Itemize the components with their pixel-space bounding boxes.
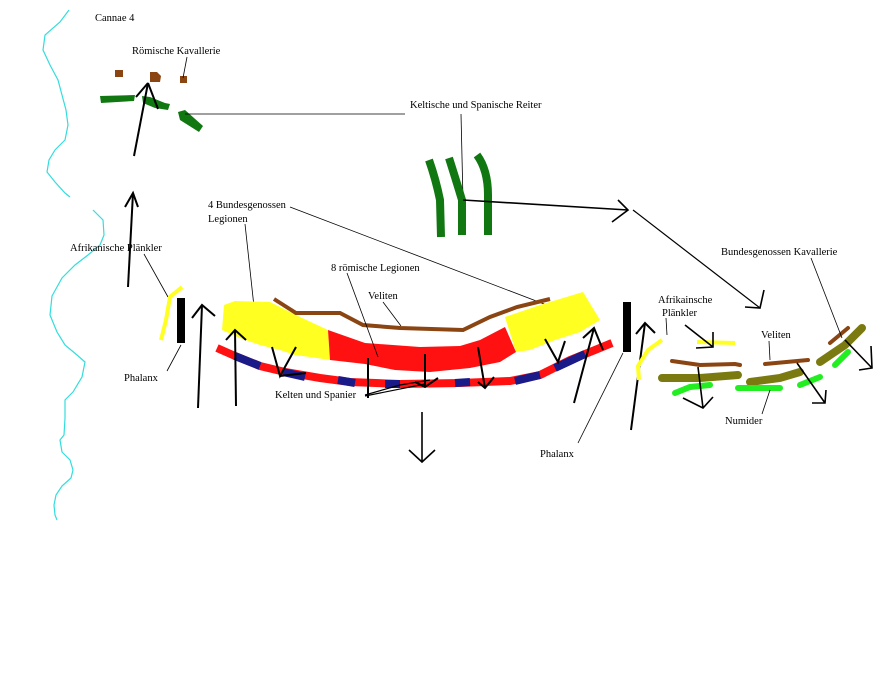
label-velites-center: Veliten	[368, 291, 398, 302]
movement-arrow	[197, 304, 203, 409]
leader-line	[143, 253, 169, 298]
allied-legions-right	[505, 292, 600, 352]
arrowhead	[844, 339, 873, 371]
leader-line	[810, 257, 843, 339]
roman-cavalry-group	[100, 70, 203, 132]
leader-line	[577, 352, 624, 444]
leader-line	[182, 56, 188, 79]
arrowhead	[225, 328, 247, 341]
arrowhead	[684, 324, 714, 349]
label-african-skirmishers-left: Afrikanische Plänkler	[70, 243, 162, 254]
velites-center	[272, 297, 551, 333]
label-african-skirmishers-right-1: Afrikainsche	[658, 295, 713, 306]
velites-right-1	[670, 359, 742, 368]
phalanx-left	[177, 298, 185, 343]
label-velites-right: Veliten	[761, 330, 791, 341]
leader-line	[761, 389, 771, 415]
label-roman-cavalry: Römische Kavallerie	[132, 46, 221, 57]
roman-cavalry-unit	[150, 72, 161, 82]
label-allied-legions-2: Legionen	[208, 214, 248, 225]
arrowhead	[477, 346, 495, 390]
african-skirmishers-left	[159, 285, 184, 341]
arrowhead	[611, 199, 630, 223]
arrowhead	[635, 321, 656, 335]
roman-cavalry-unit	[180, 76, 187, 83]
numidians-1	[672, 382, 713, 396]
label-african-skirmishers-right-2: Plänkler	[662, 308, 697, 319]
roman-legions	[328, 327, 516, 372]
green-cavalry-unit	[178, 110, 203, 132]
label-celtic-spanish-cavalry: Keltische und Spanische Reiter	[410, 100, 542, 111]
leader-line	[460, 113, 464, 201]
celtic-spanish-cavalry-group	[425, 152, 492, 238]
movement-arrow	[632, 209, 761, 309]
leader-line	[364, 383, 426, 397]
movement-line	[133, 82, 149, 157]
cavalry-column	[425, 158, 445, 238]
label-allied-cavalry: Bundesgenossen Kavallerie	[721, 247, 838, 258]
label-numidians: Numider	[725, 416, 763, 427]
cavalry-column	[473, 152, 492, 235]
african-skirmishers-right-2	[696, 340, 736, 345]
velites-right-2	[763, 358, 810, 366]
diagram-title: Cannae 4	[95, 13, 135, 24]
velites-right-3	[828, 326, 850, 345]
cavalry-column	[445, 156, 466, 235]
arrowhead	[408, 449, 436, 464]
leader-line	[665, 317, 668, 336]
phalanx-right	[623, 302, 631, 352]
river-aufidus	[42, 9, 105, 521]
leader-line	[346, 272, 379, 358]
movement-arrow	[462, 199, 629, 211]
leader-line	[166, 344, 182, 372]
arrowhead	[124, 190, 139, 208]
leader-line	[289, 206, 566, 313]
african-skirmishers-right	[635, 338, 664, 381]
allied-cavalry-3	[816, 324, 866, 366]
arrowhead	[414, 354, 439, 389]
label-phalanx-right: Phalanx	[540, 449, 575, 460]
roman-cavalry-unit	[115, 70, 123, 77]
allied-legions-left	[222, 301, 330, 360]
movement-line	[147, 82, 159, 110]
leader-line	[364, 379, 431, 396]
movement-arrow	[127, 192, 134, 288]
arrowhead	[682, 366, 714, 409]
label-roman-legions: 8 römische Legionen	[331, 263, 420, 274]
green-cavalry-unit	[100, 95, 135, 103]
movement-arrow	[234, 329, 237, 407]
leader-line	[768, 340, 771, 361]
celts-spaniards-line	[215, 339, 614, 389]
arrowhead	[796, 362, 827, 404]
arrowhead	[544, 338, 566, 365]
leader-line	[382, 301, 402, 327]
label-phalanx-left: Phalanx	[124, 373, 159, 384]
movement-arrow	[573, 326, 604, 404]
arrowhead	[191, 303, 216, 319]
arrowhead	[744, 289, 765, 309]
numidians-4	[832, 349, 851, 368]
label-allied-legions-1: 4 Bundesgenossen	[208, 200, 287, 211]
label-celts-spaniards: Kelten und Spanier	[275, 390, 357, 401]
allied-cavalry-2	[746, 368, 804, 386]
movement-line	[135, 82, 149, 98]
movement-line	[279, 372, 307, 377]
